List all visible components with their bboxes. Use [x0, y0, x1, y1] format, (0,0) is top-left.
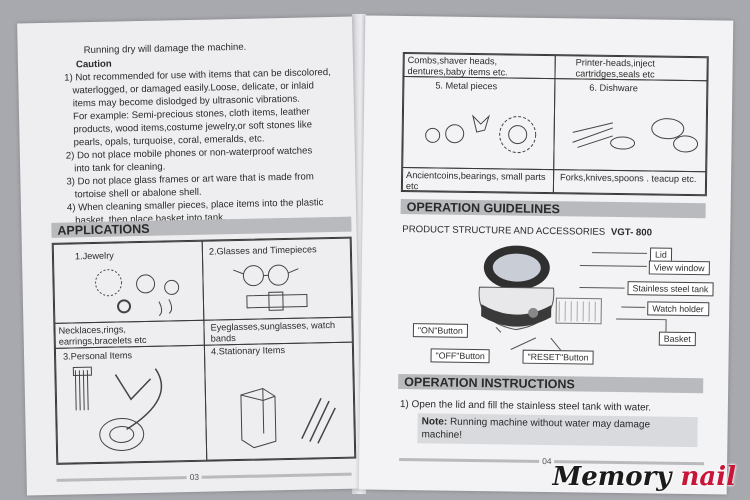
- watch-holder-callout: Watch holder: [647, 301, 709, 317]
- on-button-callout: "ON"Button: [412, 323, 468, 338]
- callout-lines: [495, 252, 667, 351]
- personal-items-icon: [72, 366, 163, 451]
- watermark-part-2: nail: [680, 462, 736, 492]
- note-line-2: machine!: [421, 429, 463, 441]
- view-window-callout: View window: [648, 260, 710, 276]
- jewelry-title: 1.Jewelry: [74, 250, 114, 262]
- reset-button-callout: "RESET"Button: [522, 349, 594, 365]
- instructions-heading: OPERATION INSTRUCTIONS: [404, 375, 575, 392]
- step-one: 1) Open the lid and fill the stainless s…: [399, 398, 652, 414]
- applications-table-continued: Combs,shaver heads, dentures,baby items …: [400, 51, 709, 197]
- basket-callout: Basket: [658, 331, 696, 347]
- guidelines-heading: OPERATION GUIDELINES: [406, 200, 561, 217]
- model-number: VGT- 800: [610, 226, 653, 239]
- caution-list: 1) Not recommended for use with items th…: [17, 17, 352, 226]
- glasses-watch-icon: [233, 264, 308, 311]
- jewelry-icon: [95, 269, 180, 317]
- stationary-items-icon: [240, 387, 336, 449]
- note-text: Running machine without water may damage: [447, 416, 651, 431]
- metal-title: 5. Metal pieces: [435, 80, 498, 92]
- ultrasonic-cleaner-icon: [478, 245, 602, 331]
- watermark-part-1: Memory: [552, 462, 681, 492]
- glasses-caption: Eyeglasses,sunglasses, watch bands: [210, 319, 336, 344]
- applications-heading: APPLICATIONS: [57, 221, 150, 238]
- jewelry-caption: Necklaces,rings, earrings,bracelets etc: [58, 324, 147, 347]
- running-dry-line: Running dry will damage the machine.: [83, 41, 247, 57]
- left-page: Running dry will damage the machine. Cau…: [17, 16, 362, 496]
- memory-nail-watermark: Memory nail: [552, 462, 736, 492]
- tank-callout: Stainless steel tank: [627, 281, 714, 297]
- applications-table: 1.Jewelry 2.Glasses and Timepieces Neckl…: [51, 236, 357, 465]
- dishware-title: 6. Dishware: [589, 82, 638, 94]
- coins-caption: Ancientcoins,bearings, small parts etc: [405, 170, 546, 192]
- note-label: Note:: [421, 416, 448, 428]
- personal-title: 3.Personal Items: [62, 350, 133, 362]
- right-page: Combs,shaver heads, dentures,baby items …: [358, 15, 734, 495]
- forks-caption: Forks,knives,spoons . teacup etc.: [560, 172, 697, 185]
- combs-caption: Combs,shaver heads, dentures,baby items …: [407, 55, 508, 78]
- glasses-title: 2.Glasses and Timepieces: [208, 244, 317, 257]
- left-footer-rule: [56, 472, 352, 482]
- dishware-icon: [572, 118, 699, 153]
- stationary-title: 4.Stationary Items: [210, 345, 286, 357]
- off-button-callout: "OFF"Button: [430, 348, 490, 364]
- printer-caption: Printer-heads,inject cartridges,seals et…: [575, 57, 655, 80]
- metal-pieces-icon: [425, 114, 537, 154]
- caution-title: Caution: [75, 58, 112, 71]
- left-page-number: 03: [186, 471, 203, 483]
